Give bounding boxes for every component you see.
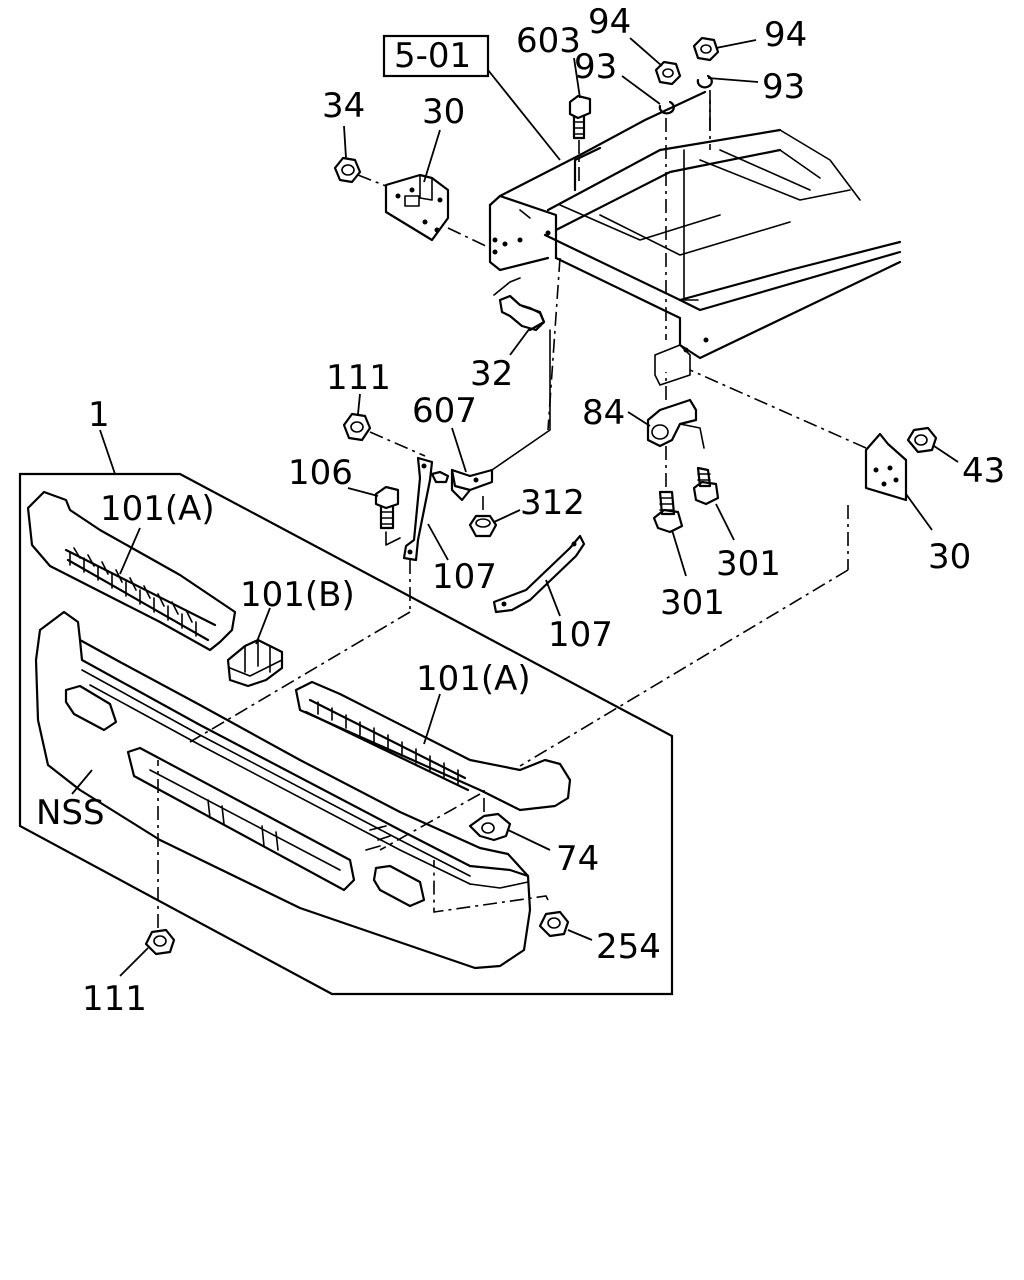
label-32: 32 <box>470 354 513 394</box>
label-84: 84 <box>582 393 625 433</box>
label-1: 1 <box>88 395 110 435</box>
label-43: 43 <box>962 451 1005 491</box>
nut-111-bottom-icon <box>144 760 176 956</box>
callout-labels: 34 30 603 94 93 94 93 32 111 607 84 43 1… <box>36 2 1005 1019</box>
bracket-30-top-icon <box>384 173 491 249</box>
stay-107-right-icon <box>492 534 586 614</box>
label-101b: 101(B) <box>240 575 355 615</box>
bolt-603-icon <box>568 94 592 185</box>
washer-93-left-icon <box>658 100 675 340</box>
label-94-left: 94 <box>588 2 631 42</box>
bolt-106-icon <box>374 485 401 546</box>
label-107-left: 107 <box>432 557 497 597</box>
nut-94-right-icon <box>692 36 720 62</box>
label-30-top: 30 <box>422 92 465 132</box>
grille-strip-101a-top-icon <box>26 490 237 652</box>
chassis-frame <box>488 90 902 386</box>
label-94-right: 94 <box>764 15 807 55</box>
bolt-32-icon <box>493 277 546 332</box>
label-101a-mid: 101(A) <box>416 659 531 699</box>
label-93-right: 93 <box>762 67 805 107</box>
alignment-lines <box>189 257 849 851</box>
nut-111-top-icon <box>342 412 426 457</box>
assembly-frame <box>18 429 674 996</box>
label-603: 603 <box>516 21 581 61</box>
grille-block-101b-icon <box>226 638 284 688</box>
nut-94-left-icon <box>654 60 682 86</box>
nut-254-icon <box>433 860 570 938</box>
clip-74-icon <box>468 790 512 842</box>
label-nss: NSS <box>36 793 105 833</box>
nut-34-icon <box>333 156 387 187</box>
nut-312-icon <box>468 494 498 538</box>
label-301-left: 301 <box>660 583 725 623</box>
label-254: 254 <box>596 927 661 967</box>
label-107-right: 107 <box>548 615 613 655</box>
bumper-main-icon <box>34 610 532 970</box>
label-111-bottom: 111 <box>82 979 147 1019</box>
label-30-right: 30 <box>928 537 971 577</box>
label-111-top: 111 <box>326 358 391 398</box>
nut-43-icon <box>906 426 938 454</box>
reference-box: 5-01 <box>382 34 561 161</box>
washer-93-right-icon <box>683 74 713 301</box>
label-74: 74 <box>556 839 599 879</box>
label-34: 34 <box>322 86 365 126</box>
label-312: 312 <box>520 483 585 523</box>
bracket-30-right-icon <box>689 369 908 570</box>
reference-label: 5-01 <box>394 36 471 76</box>
label-301-right: 301 <box>716 544 781 584</box>
clamp-84-icon <box>646 372 705 492</box>
bracket-607-icon <box>430 329 551 502</box>
bolt-301-right-icon <box>692 466 720 506</box>
grille-strip-101a-mid-icon <box>294 680 572 812</box>
label-607: 607 <box>412 391 477 431</box>
label-106: 106 <box>288 453 353 493</box>
stay-107-left-icon <box>402 456 434 612</box>
leader-lines <box>71 37 959 977</box>
bolt-301-left-icon <box>652 490 684 534</box>
label-101a-top: 101(A) <box>100 489 215 529</box>
label-93-left: 93 <box>574 47 617 87</box>
